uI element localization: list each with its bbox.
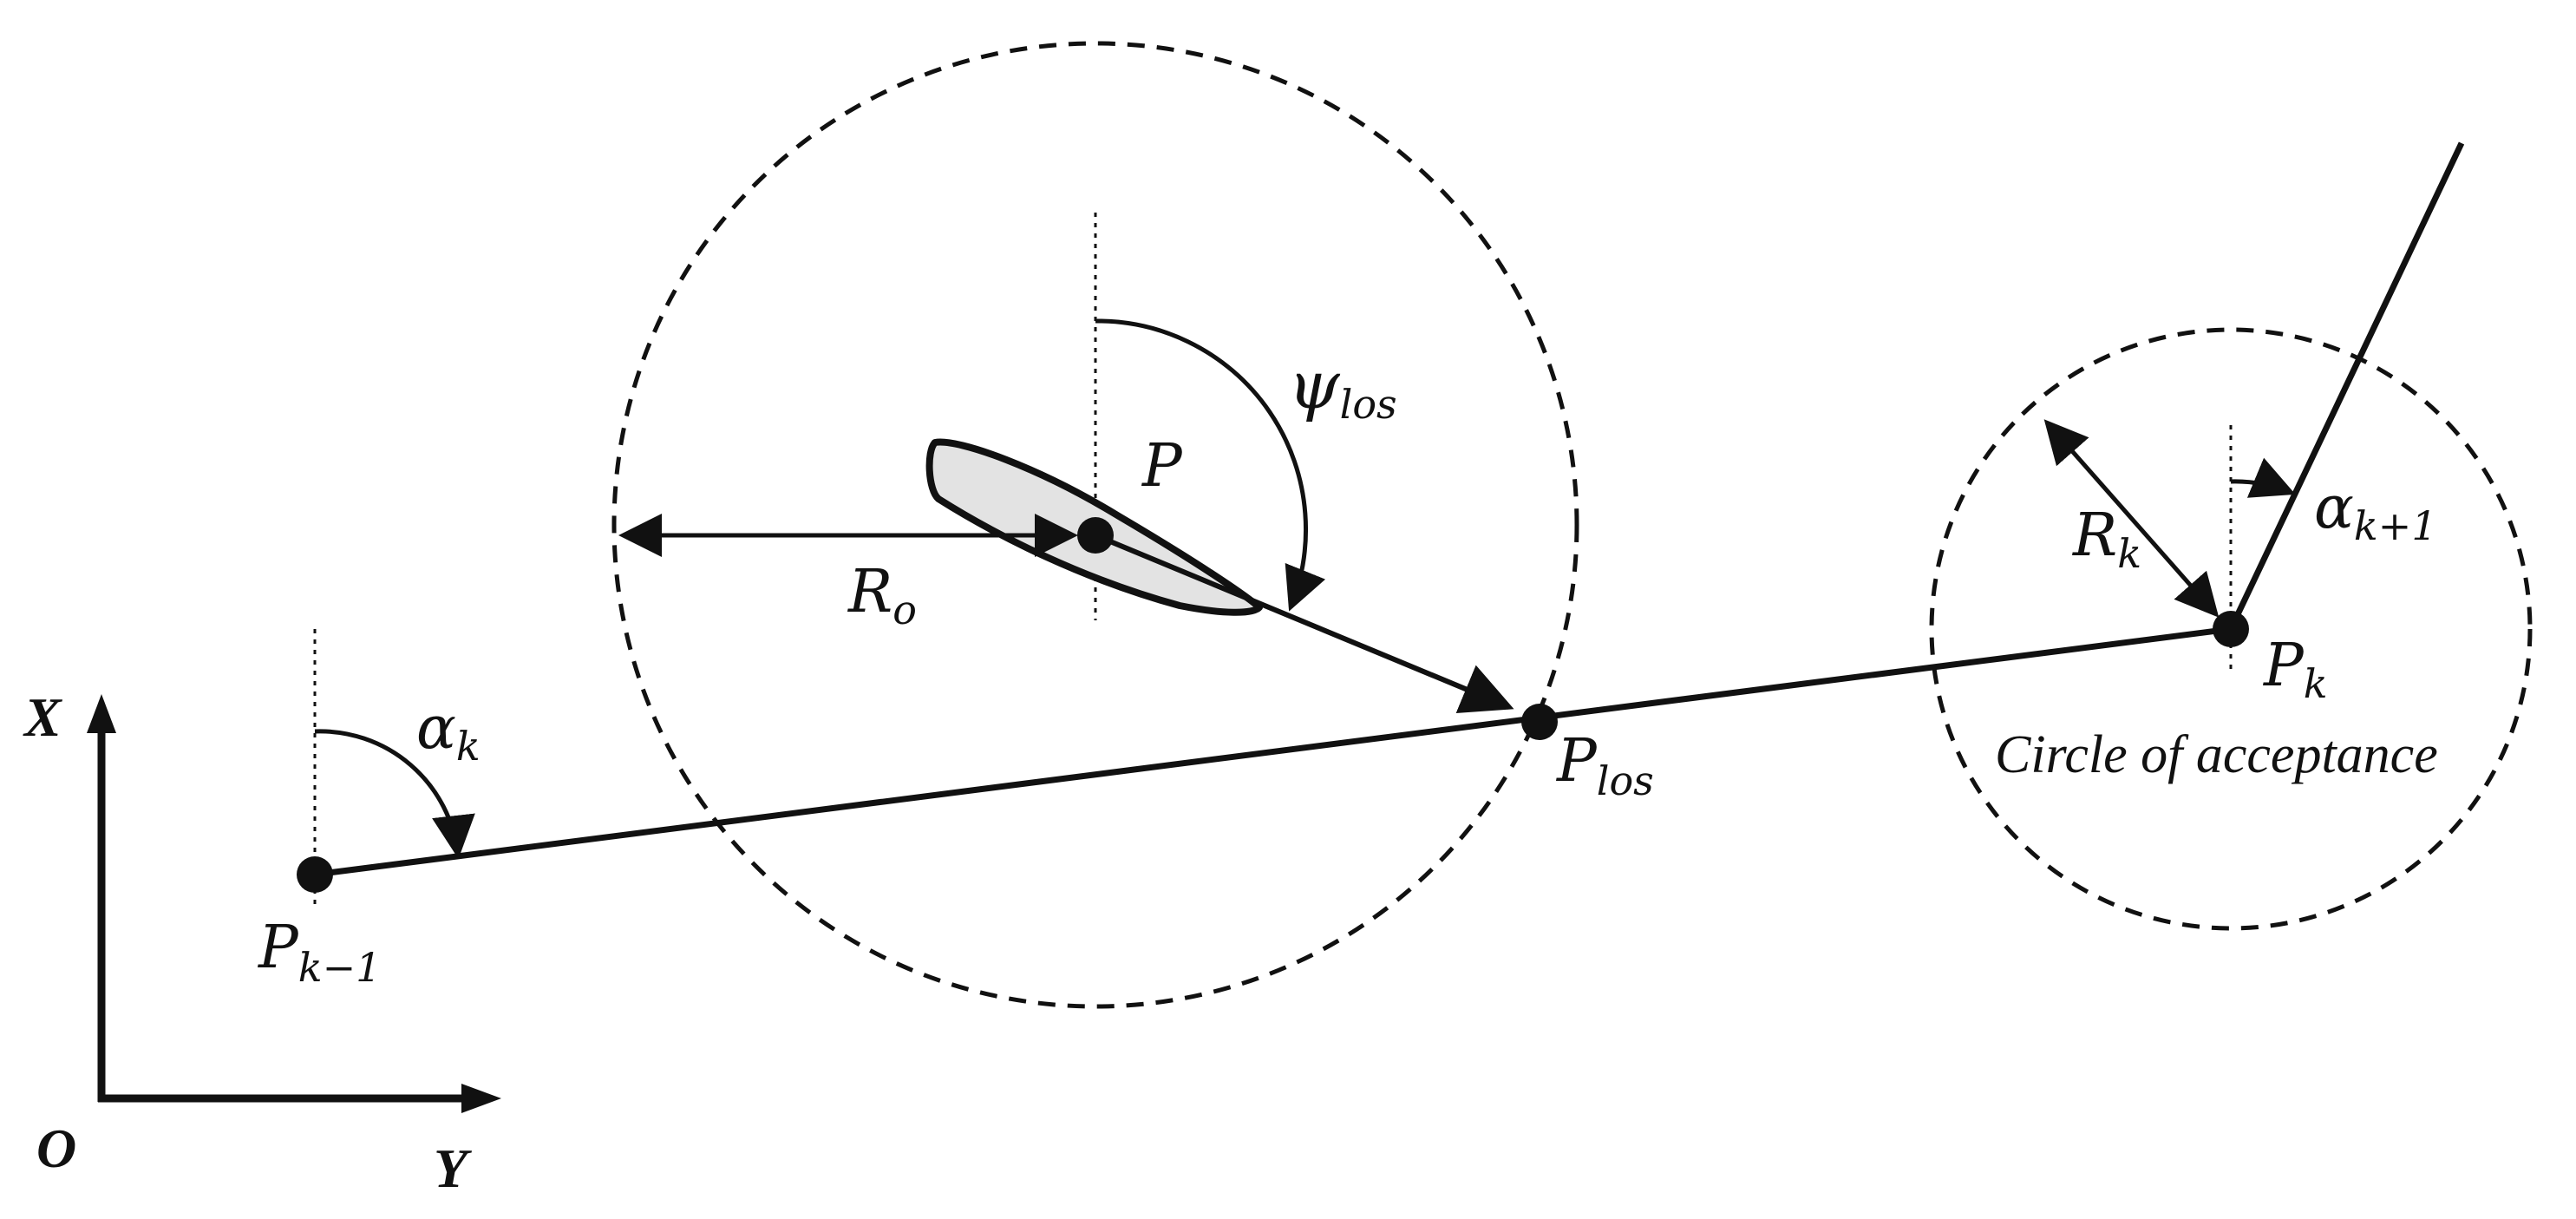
- acceptance-radius-arrow: [2043, 419, 2220, 618]
- label-alpha-k1: αk+1: [2314, 474, 2437, 549]
- label-psi-los: ψlos: [1288, 346, 1397, 428]
- label-p-prev-base: P: [257, 914, 299, 982]
- label-r-o-base: R: [847, 558, 892, 626]
- vessel-position-dot: [1077, 517, 1114, 554]
- alpha-k1-arc: [2230, 457, 2296, 498]
- label-alpha-k-sub: k: [456, 723, 481, 770]
- circle-of-acceptance-label: Circle of acceptance: [1995, 725, 2438, 784]
- label-r-o: Ro: [847, 558, 917, 633]
- label-alpha-k: αk: [416, 694, 481, 770]
- y-axis-label: Y: [434, 1137, 472, 1199]
- label-p-k: Pk: [2262, 632, 2328, 707]
- los-point-dot: [1521, 704, 1558, 740]
- coordinate-axes: X O Y: [23, 686, 501, 1199]
- label-psi-los-sub: los: [1340, 381, 1397, 428]
- x-axis-arrow: [87, 694, 116, 733]
- path-segment-prev-to-k: [314, 626, 2232, 878]
- label-p-k-base: P: [2262, 632, 2305, 700]
- label-p-vessel: P: [1141, 432, 1183, 501]
- los-vector: [1094, 533, 1514, 714]
- label-alpha-k1-sub: k+1: [2354, 502, 2437, 549]
- label-psi-los-base: ψ: [1288, 346, 1341, 423]
- lookahead-circle: [611, 41, 1579, 1009]
- acceptance-circle: [1929, 327, 2533, 931]
- label-r-k-base: R: [2071, 501, 2117, 570]
- label-p-los: Plos: [1555, 727, 1654, 804]
- label-p-k-sub: k: [2304, 660, 2328, 707]
- psi-los-arc: [1095, 318, 1326, 612]
- waypoint-prev-dot: [297, 856, 333, 893]
- x-axis-label: X: [23, 686, 62, 748]
- waypoint-k-dot: [2213, 611, 2249, 647]
- y-axis-arrow: [461, 1084, 501, 1113]
- label-p-los-base: P: [1555, 727, 1598, 796]
- origin-label: O: [36, 1117, 76, 1179]
- label-alpha-k-base: α: [416, 694, 456, 763]
- label-r-k-sub: k: [2117, 530, 2141, 577]
- label-r-o-sub: o: [892, 587, 917, 633]
- label-p-los-sub: los: [1597, 757, 1654, 804]
- alpha-k-arc: [314, 729, 475, 859]
- label-p-prev-sub: k−1: [298, 944, 382, 991]
- label-r-k: Rk: [2071, 501, 2141, 577]
- label-p-prev: Pk−1: [257, 914, 381, 991]
- label-alpha-k1-base: α: [2314, 474, 2354, 542]
- path-segment-k-to-next: [2227, 141, 2465, 631]
